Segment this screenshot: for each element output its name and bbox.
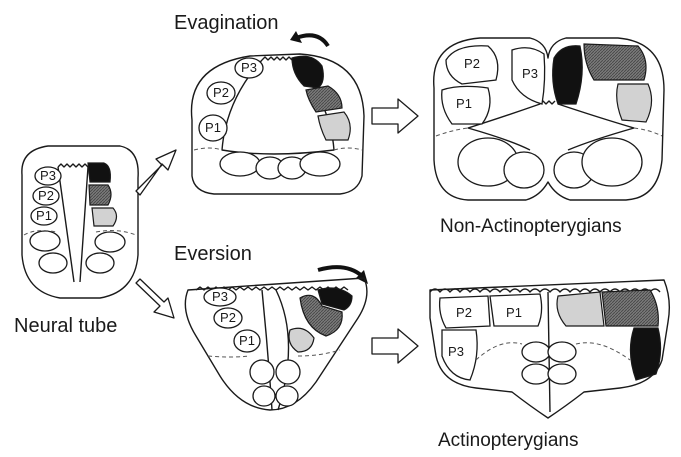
- neural-tube-dark-region: [89, 185, 111, 205]
- neural-tube-subpallium-cell: [30, 231, 60, 251]
- evagination-section: P3 P2 P1: [191, 54, 364, 194]
- actinopterygian-subpallium-cell: [548, 364, 576, 384]
- actinopterygian-subpallium-cell: [522, 342, 550, 362]
- arrow-to-eversion: [136, 279, 174, 318]
- eversion-subpallium-cell: [276, 360, 300, 384]
- non-actinopterygian-light-region: [617, 84, 652, 122]
- non-actinopterygian-p1-label: P1: [456, 96, 472, 111]
- evagination-p1-label: P1: [205, 120, 221, 135]
- actinopterygian-section: P2 P1 P3: [430, 280, 669, 418]
- eversion-p2-label: P2: [220, 310, 236, 325]
- actinopterygian-black-region: [630, 328, 660, 380]
- neural-tube-subpallium-cell: [86, 253, 114, 273]
- non-actinopterygian-subpallium-cell: [582, 138, 642, 186]
- actinopterygian-subpallium-cell: [548, 342, 576, 362]
- neural-tube-p1-label: P1: [36, 208, 52, 223]
- actinopterygians-label: Actinopterygians: [438, 430, 578, 451]
- non-actinopterygian-p3-label: P3: [522, 66, 538, 81]
- eversion-label: Eversion: [174, 243, 252, 265]
- evagination-light-region: [318, 112, 350, 140]
- non-actinopterygians-label: Non-Actinopterygians: [440, 216, 622, 237]
- non-actinopterygian-black-region: [553, 46, 583, 104]
- eversion-curved-arrow: [318, 267, 362, 276]
- arrow-to-evagination: [136, 150, 176, 195]
- eversion-subpallium-cell: [250, 360, 274, 384]
- eversion-light-region: [289, 328, 314, 352]
- actinopterygian-p3-label: P3: [448, 344, 464, 359]
- eversion-boundary: [208, 350, 340, 357]
- eversion-section: P3 P2 P1: [185, 278, 367, 410]
- neural-tube-subpallium-cell: [39, 253, 67, 273]
- evagination-dark-region: [306, 86, 342, 112]
- evagination-subpallium-cell: [220, 152, 260, 176]
- evagination-boundary: [194, 148, 362, 150]
- neural-tube-subpallium-cell: [95, 232, 125, 252]
- non-actinopterygian-p2-label: P2: [464, 56, 480, 71]
- actinopterygian-p1-label: P1: [506, 305, 522, 320]
- evagination-black-region: [292, 56, 323, 88]
- arrow-to-non-actinopterygians: [372, 99, 418, 133]
- actinopterygian-light-region: [557, 292, 604, 326]
- neural-tube-label: Neural tube: [14, 315, 117, 337]
- eversion-p1-label: P1: [239, 333, 255, 348]
- non-actinopterygian-dark-region: [584, 44, 646, 80]
- actinopterygian-dark-region: [602, 290, 658, 326]
- actinopterygian-subpallium-cell: [522, 364, 550, 384]
- evagination-roof: [262, 57, 292, 60]
- evagination-p2-label: P2: [213, 85, 229, 100]
- evagination-p3-label: P3: [241, 60, 257, 75]
- actinopterygian-p2-label: P2: [456, 305, 472, 320]
- neural-tube-light-region: [92, 208, 117, 226]
- neural-tube-black-region: [88, 163, 110, 182]
- neural-tube-p3-label: P3: [40, 168, 56, 183]
- eversion-p3-label: P3: [212, 289, 228, 304]
- neural-tube-roof: [58, 164, 88, 167]
- neural-tube-p2-label: P2: [38, 188, 54, 203]
- eversion-subpallium-cell: [253, 386, 275, 406]
- eversion-subpallium-cell: [276, 386, 298, 406]
- evagination-label: Evagination: [174, 12, 279, 34]
- neural-tube-section: P3 P2 P1: [22, 146, 138, 298]
- evagination-subpallium-cell: [300, 152, 340, 176]
- arrow-to-actinopterygians: [372, 329, 418, 363]
- non-actinopterygian-subpallium-cell: [504, 152, 544, 188]
- non-actinopterygian-section: P2 P1 P3: [434, 38, 664, 200]
